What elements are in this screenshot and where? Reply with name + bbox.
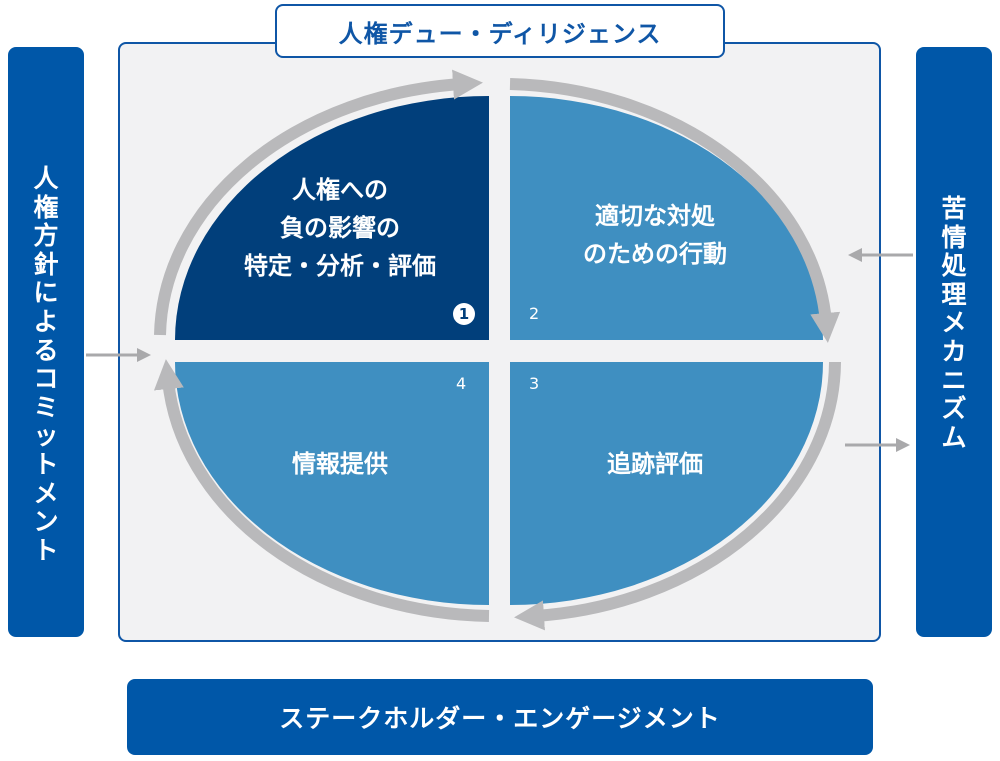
due-diligence-frame xyxy=(118,42,881,642)
step-4-label: 情報提供 xyxy=(220,445,460,483)
stakeholder-engagement-box: ステークホルダー・エンゲージメント xyxy=(127,679,873,755)
label-line: のための行動 xyxy=(583,240,727,268)
label-line: 情報提供 xyxy=(292,450,388,478)
cycle-arrow-top-left xyxy=(154,69,483,336)
commitment-box: 人権方針によるコミットメント xyxy=(8,47,84,637)
label-line: 負の影響の xyxy=(280,214,400,242)
step-1-badge xyxy=(453,303,475,325)
quadrant-4-shape xyxy=(175,362,489,605)
cycle-arrow-bottom-left xyxy=(153,359,490,622)
label-line: 人権への xyxy=(292,176,388,204)
label-line: 適切な対処 xyxy=(595,202,715,230)
label-line: 追跡評価 xyxy=(607,450,703,478)
step-4-number: 4 xyxy=(456,374,467,393)
commitment-label: 人権方針によるコミットメント xyxy=(33,164,59,565)
grievance-mechanism-label: 苦情処理メカニズム xyxy=(941,194,967,452)
step-3-number: 3 xyxy=(529,374,540,393)
step-3-label: 追跡評価 xyxy=(535,445,775,483)
quadrant-3-shape xyxy=(510,362,823,605)
due-diligence-title: 人権デュー・ディリジェンス xyxy=(275,4,725,58)
step-1-label: 人権への負の影響の特定・分析・評価 xyxy=(220,171,460,285)
cycle-arrow-bottom-right xyxy=(514,361,841,631)
stakeholder-engagement-label: ステークホルダー・エンゲージメント xyxy=(279,704,721,733)
step-2-number: 2 xyxy=(529,304,540,323)
cycle-arrow-top-right xyxy=(509,78,841,343)
quadrant-1-shape xyxy=(175,96,489,340)
label-line: 特定・分析・評価 xyxy=(244,252,436,280)
quadrant-2-shape xyxy=(510,96,823,340)
step-2-label: 適切な対処のための行動 xyxy=(535,197,775,273)
grievance-mechanism-box: 苦情処理メカニズム xyxy=(916,47,992,637)
step-1-number: 1 xyxy=(458,305,470,323)
